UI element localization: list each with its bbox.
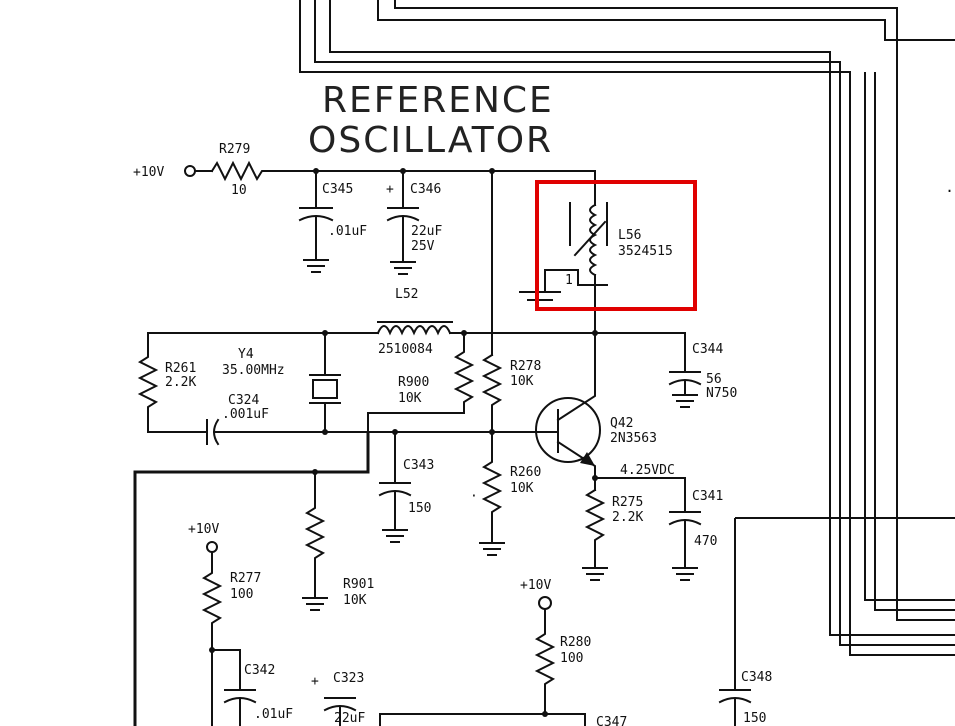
c342-label: C342	[244, 663, 275, 678]
y4-value: 35.00MHz	[222, 363, 285, 378]
resistor-r900: R900 10K	[133, 332, 475, 726]
c324-value: .001uF	[222, 407, 269, 422]
r275-value: 2.2K	[612, 510, 643, 525]
title-line1: REFERENCE	[322, 80, 554, 121]
c323-label: C323	[333, 671, 364, 686]
resistor-r260: R260 10K ·	[470, 431, 541, 556]
transistor-q42: Q42 2N3563	[529, 334, 657, 491]
r278-value: 10K	[510, 374, 534, 389]
resistor-r280: +10V R280 100	[379, 578, 591, 726]
y4-label: Y4	[238, 347, 254, 362]
supply-input: +10V	[133, 165, 213, 180]
svg-text:·: ·	[945, 182, 954, 200]
c344-value2: N750	[706, 386, 737, 401]
q42-value: 2N3563	[610, 431, 657, 446]
r261-value: 2.2K	[165, 375, 196, 390]
resistor-r279: R279 10	[210, 142, 301, 198]
c348-label: C348	[741, 670, 772, 685]
c344-label: C344	[692, 342, 723, 357]
capacitor-c324: C324 .001uF	[199, 393, 531, 446]
r900-label: R900	[398, 375, 429, 390]
r901-value: 10K	[343, 593, 367, 608]
capacitor-c348: C348 150	[718, 670, 772, 726]
title-line2: OSCILLATOR	[308, 120, 553, 161]
c341-label: C341	[692, 489, 723, 504]
c323-value: 22uF	[334, 711, 365, 726]
svg-text:·: ·	[470, 489, 478, 504]
resistor-r275: R275 2.2K	[582, 488, 643, 581]
resistor-r901: R901 10K	[302, 469, 374, 611]
q42-label: Q42	[610, 416, 633, 431]
crystal-y4: Y4 35.00MHz	[222, 332, 341, 433]
resistor-r278: R278 10K	[481, 353, 541, 433]
capacitor-c323: + C323 22uF	[311, 671, 365, 726]
r280-label: R280	[560, 635, 591, 650]
r261-label: R261	[165, 361, 196, 376]
supply-terminal-icon	[184, 165, 196, 177]
c346-value1: 22uF	[411, 224, 442, 239]
r260-label: R260	[510, 465, 541, 480]
resistor-r261: R261 2.2K	[137, 332, 201, 433]
c348-value: 150	[743, 711, 766, 726]
vdc-label: 4.25VDC	[620, 463, 675, 478]
c343-value: 150	[408, 501, 431, 516]
l56-pin: 1	[565, 273, 573, 288]
c346-value2: 25V	[411, 239, 435, 254]
capacitor-c341: C341 470	[668, 489, 723, 581]
capacitor-c343: C343 150	[378, 431, 434, 543]
c343-label: C343	[403, 458, 434, 473]
resistor-r277: +10V R277 100	[188, 522, 261, 651]
l52-label: L52	[395, 287, 418, 302]
svg-text:C346: C346	[410, 182, 441, 197]
r275-label: R275	[612, 495, 643, 510]
c346-polarity: +	[386, 182, 394, 197]
supply-mid-label: +10V	[188, 522, 219, 537]
r279-label: R279	[219, 142, 250, 157]
r900-value: 10K	[398, 391, 422, 406]
inductor-l56: L56 3524515 1	[519, 202, 673, 336]
c324-label: C324	[228, 393, 259, 408]
c342-value: .01uF	[254, 707, 293, 722]
supply-rail	[299, 170, 596, 206]
supply-bottom-terminal-icon	[538, 596, 552, 610]
supply-top-label: +10V	[133, 165, 164, 180]
r901-label: R901	[343, 577, 374, 592]
c341-value: 470	[694, 534, 717, 549]
capacitor-c342: C342 .01uF	[223, 649, 293, 726]
r277-value: 100	[230, 587, 253, 602]
c347-label: C347	[596, 715, 627, 726]
capacitor-c344: C344 56 N750	[668, 332, 737, 408]
capacitor-c345: C345 .01uF	[298, 170, 367, 273]
r280-value: 100	[560, 651, 583, 666]
inductor-l52: L52 2510084	[147, 287, 686, 357]
c323-polarity: +	[311, 674, 319, 689]
r279-value: 10	[231, 183, 247, 198]
r260-value: 10K	[510, 481, 534, 496]
supply-mid-terminal-icon	[206, 541, 218, 553]
c345-value: .01uF	[328, 224, 367, 239]
supply-bottom-label: +10V	[520, 578, 551, 593]
highlight-box	[535, 180, 697, 311]
bus-lines: ·	[299, 0, 955, 690]
l52-value: 2510084	[378, 342, 433, 357]
c344-value1: 56	[706, 372, 722, 387]
capacitor-c346: + C346 22uF 25V	[386, 170, 442, 275]
c345-label: C345	[322, 182, 353, 197]
l56-label: L56	[618, 228, 641, 243]
r277-label: R277	[230, 571, 261, 586]
l56-value: 3524515	[618, 244, 673, 259]
r278-label: R278	[510, 359, 541, 374]
